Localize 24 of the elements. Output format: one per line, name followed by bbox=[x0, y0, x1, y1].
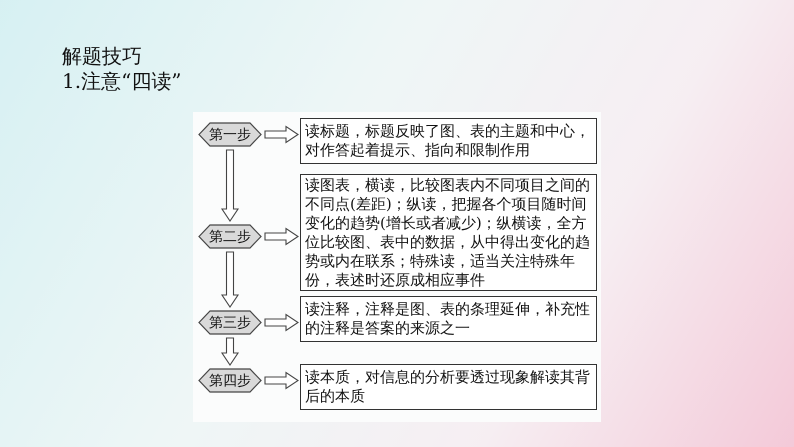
block-arrow bbox=[220, 337, 240, 366]
step-text: 第四步 bbox=[209, 372, 251, 390]
step-text: 读注释，注释是图、表的条理延伸，补充性的注释是答案的来源之一 bbox=[305, 300, 591, 338]
title: 解题技巧 bbox=[62, 44, 143, 69]
step-hexagon bbox=[198, 310, 262, 335]
block-arrow bbox=[264, 371, 299, 390]
step-hexagon bbox=[198, 224, 262, 249]
step-text: 读图表，横读，比较图表内不同项目之间的不同点(差距)；纵读，把握各个项目随时间变化的趋势(增长或者减少)；纵横读，全方位比较图、表中的数据，从中得出变化的趋势或内在联系；特殊读，适当关注特殊年份，表述时还原成相应事件 bbox=[305, 176, 591, 290]
step-hexagon bbox=[198, 368, 262, 393]
block-arrow bbox=[220, 149, 240, 222]
text-box bbox=[300, 118, 597, 164]
block-arrow bbox=[220, 251, 240, 308]
text-box bbox=[300, 364, 597, 410]
step-text: 第二步 bbox=[209, 228, 251, 246]
step-text: 第三步 bbox=[209, 314, 251, 332]
step-hexagon bbox=[198, 122, 262, 147]
block-arrow bbox=[264, 313, 299, 332]
block-arrow bbox=[264, 227, 299, 246]
step-text: 读标题，标题反映了图、表的主题和中心，对作答起着提示、指向和限制作用 bbox=[305, 122, 591, 160]
step-text: 第一步 bbox=[209, 126, 251, 144]
block-arrow bbox=[264, 125, 299, 144]
step-text: 读本质，对信息的分析要透过现象解读其背后的本质 bbox=[305, 368, 591, 406]
subheading: 1.注意“四读” bbox=[62, 69, 182, 94]
text-box bbox=[300, 296, 597, 342]
